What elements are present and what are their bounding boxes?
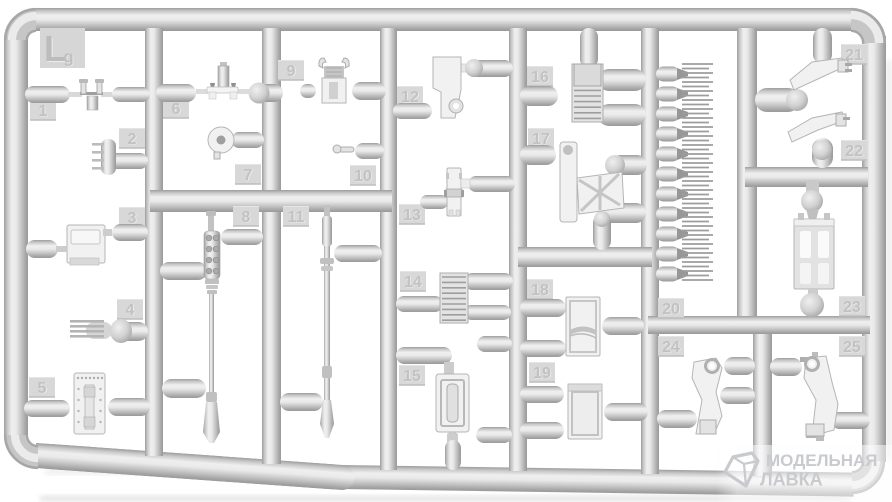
svg-text:16: 16 [532, 70, 550, 87]
svg-text:4: 4 [126, 302, 135, 319]
svg-text:21: 21 [845, 47, 863, 64]
svg-text:13: 13 [404, 208, 422, 225]
svg-text:11: 11 [288, 210, 305, 227]
svg-text:5: 5 [38, 381, 47, 398]
svg-text:17: 17 [532, 131, 550, 148]
svg-text:19: 19 [534, 366, 552, 383]
svg-text:1: 1 [39, 103, 48, 120]
svg-text:14: 14 [405, 275, 423, 292]
svg-text:5: 5 [38, 380, 47, 397]
svg-text:1: 1 [39, 104, 48, 121]
svg-text:14: 14 [404, 274, 422, 291]
svg-text:18: 18 [532, 283, 550, 300]
svg-text:3: 3 [128, 210, 137, 227]
svg-text:15: 15 [403, 368, 421, 385]
svg-text:L: L [45, 29, 67, 70]
svg-text:6: 6 [172, 101, 181, 118]
svg-text:20: 20 [662, 301, 680, 318]
svg-text:21: 21 [846, 48, 864, 65]
svg-text:3: 3 [128, 211, 137, 228]
svg-text:2: 2 [128, 132, 137, 149]
svg-text:10: 10 [355, 169, 373, 186]
svg-text:ЛАВКА: ЛАВКА [760, 470, 823, 490]
svg-text:13: 13 [403, 207, 421, 224]
svg-text:8: 8 [242, 209, 251, 226]
svg-text:22: 22 [845, 143, 863, 160]
svg-text:g: g [64, 48, 74, 67]
svg-text:МОДЕЛЬНАЯ: МОДЕЛЬНАЯ [766, 451, 878, 470]
svg-text:12: 12 [401, 89, 419, 106]
svg-text:24: 24 [662, 339, 680, 356]
svg-text:4: 4 [126, 303, 135, 320]
svg-text:19: 19 [533, 365, 551, 382]
svg-text:15: 15 [404, 369, 422, 386]
svg-text:20: 20 [663, 302, 681, 319]
svg-text:22: 22 [846, 144, 864, 161]
svg-text:9: 9 [287, 63, 296, 80]
svg-text:25: 25 [844, 340, 862, 357]
svg-text:16: 16 [531, 69, 549, 86]
svg-text:7: 7 [244, 168, 253, 185]
svg-text:2: 2 [128, 131, 137, 148]
svg-text:g: g [63, 47, 73, 66]
svg-text:24: 24 [663, 340, 681, 357]
svg-text:10: 10 [354, 168, 372, 185]
svg-text:L: L [44, 28, 66, 69]
svg-text:11: 11 [288, 209, 305, 226]
svg-text:23: 23 [843, 299, 861, 316]
svg-text:25: 25 [843, 339, 861, 356]
svg-text:12: 12 [402, 90, 420, 107]
svg-text:18: 18 [531, 282, 549, 299]
svg-text:17: 17 [533, 132, 551, 149]
svg-text:23: 23 [844, 300, 862, 317]
svg-text:8: 8 [242, 210, 251, 227]
svg-text:6: 6 [172, 102, 181, 119]
svg-text:9: 9 [287, 64, 296, 81]
svg-text:7: 7 [244, 167, 253, 184]
